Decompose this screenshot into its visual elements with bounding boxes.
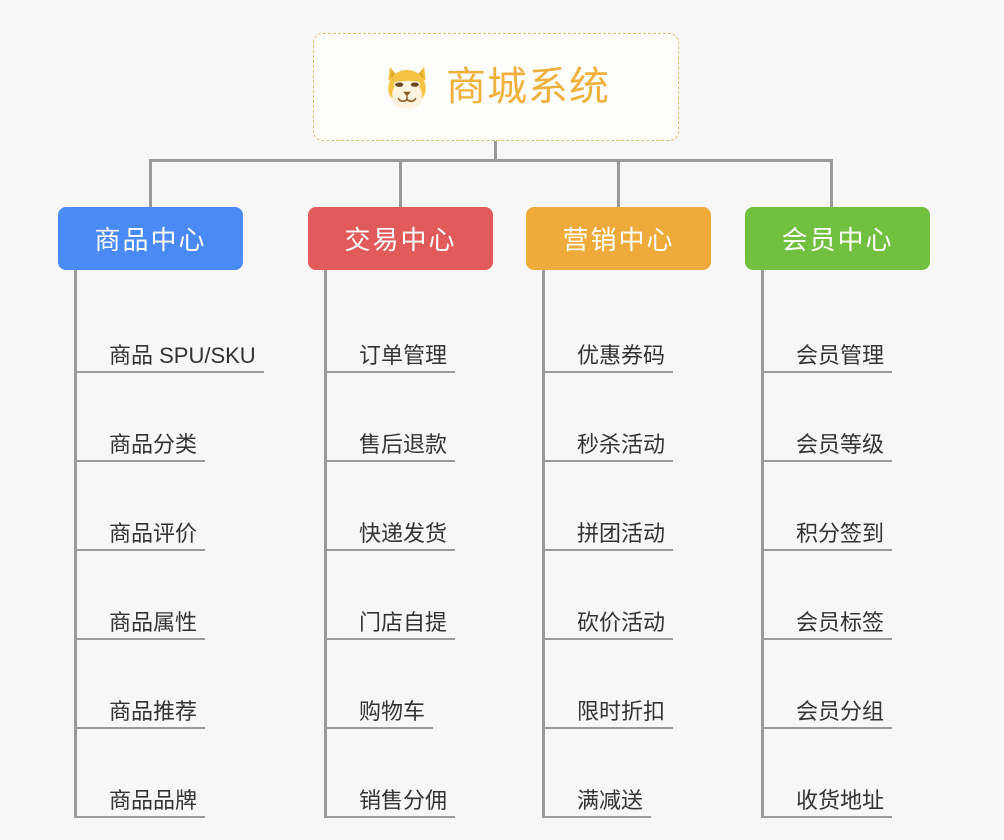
list-item[interactable]: 商品品牌 [77, 729, 256, 818]
list-item[interactable]: 会员管理 [764, 284, 930, 373]
leaf-underline [764, 638, 892, 640]
leaf-label: 快递发货 [359, 520, 448, 546]
branch-header-label: 交易中心 [344, 225, 457, 255]
leaf-label: 商品评价 [109, 520, 198, 546]
list-item[interactable]: 会员等级 [764, 373, 930, 462]
connector-drop-branch-4 [830, 159, 833, 207]
leaf-label: 售后退款 [359, 431, 448, 457]
leaf-underline [77, 816, 205, 818]
leaf-underline [77, 549, 205, 551]
leaf-label: 积分签到 [796, 520, 885, 546]
leaf-label: 限时折扣 [577, 698, 666, 724]
root-node[interactable]: 商城系统 [313, 33, 679, 141]
branch-trade-center: 交易中心 订单管理 售后退款 快递发货 门店自提 购物车 销售分佣 [308, 207, 493, 818]
leaf-label: 满减送 [577, 787, 644, 813]
list-item[interactable]: 会员标签 [764, 551, 930, 640]
list-item[interactable]: 商品属性 [77, 551, 256, 640]
list-item[interactable]: 商品推荐 [77, 640, 256, 729]
leaf-label: 收货地址 [796, 787, 885, 813]
list-item[interactable]: 商品分类 [77, 373, 256, 462]
branch-marketing-center: 营销中心 优惠券码 秒杀活动 拼团活动 砍价活动 限时折扣 满减送 [526, 207, 711, 818]
leaf-underline [77, 727, 205, 729]
leaf-label: 会员等级 [796, 431, 885, 457]
list-item[interactable]: 积分签到 [764, 462, 930, 551]
branch-member-center: 会员中心 会员管理 会员等级 积分签到 会员标签 会员分组 收货地址 [745, 207, 930, 818]
leaf-label: 商品品牌 [109, 787, 198, 813]
list-item[interactable]: 销售分佣 [327, 729, 493, 818]
leaf-list-3: 优惠券码 秒杀活动 拼团活动 砍价活动 限时折扣 满减送 [542, 270, 711, 818]
leaf-underline [545, 638, 673, 640]
leaf-label: 商品 SPU/SKU [109, 342, 256, 368]
leaf-label: 优惠券码 [577, 342, 666, 368]
leaf-label: 会员管理 [796, 342, 885, 368]
branch-header-label: 会员中心 [781, 225, 894, 255]
leaf-underline [545, 460, 673, 462]
leaf-label: 门店自提 [359, 609, 448, 635]
leaf-label: 会员分组 [796, 698, 885, 724]
leaf-underline [327, 638, 455, 640]
branch-header-2[interactable]: 交易中心 [308, 207, 493, 270]
list-item[interactable]: 会员分组 [764, 640, 930, 729]
leaf-underline [764, 460, 892, 462]
leaf-underline [77, 638, 205, 640]
list-item[interactable]: 满减送 [545, 729, 711, 818]
branch-header-label: 商品中心 [94, 225, 207, 255]
list-item[interactable]: 门店自提 [327, 551, 493, 640]
leaf-underline [327, 727, 433, 729]
leaf-underline [327, 371, 455, 373]
branch-header-label: 营销中心 [562, 225, 675, 255]
leaf-label: 秒杀活动 [577, 431, 666, 457]
branch-header-3[interactable]: 营销中心 [526, 207, 711, 270]
list-item[interactable]: 优惠券码 [545, 284, 711, 373]
branch-product-center: 商品中心 商品 SPU/SKU 商品分类 商品评价 商品属性 商品推荐 商品品牌 [58, 207, 264, 818]
connector-drop-branch-3 [617, 159, 620, 207]
list-item[interactable]: 订单管理 [327, 284, 493, 373]
list-item[interactable]: 商品 SPU/SKU [77, 284, 264, 373]
shiba-dog-emoji-icon [388, 66, 426, 109]
list-item[interactable]: 拼团活动 [545, 462, 711, 551]
leaf-list-4: 会员管理 会员等级 积分签到 会员标签 会员分组 收货地址 [761, 270, 930, 818]
leaf-label: 拼团活动 [577, 520, 666, 546]
leaf-list-1: 商品 SPU/SKU 商品分类 商品评价 商品属性 商品推荐 商品品牌 [74, 270, 264, 818]
leaf-label: 销售分佣 [359, 787, 448, 813]
list-item[interactable]: 收货地址 [764, 729, 930, 818]
leaf-underline [327, 460, 455, 462]
leaf-label: 会员标签 [796, 609, 885, 635]
connector-horizontal-bus [149, 159, 833, 162]
leaf-label: 订单管理 [359, 342, 448, 368]
leaf-label: 商品分类 [109, 431, 198, 457]
leaf-label: 购物车 [359, 698, 426, 724]
leaf-list-2: 订单管理 售后退款 快递发货 门店自提 购物车 销售分佣 [324, 270, 493, 818]
list-item[interactable]: 秒杀活动 [545, 373, 711, 462]
branch-header-4[interactable]: 会员中心 [745, 207, 930, 270]
list-item[interactable]: 快递发货 [327, 462, 493, 551]
leaf-underline [545, 727, 673, 729]
list-item[interactable]: 商品评价 [77, 462, 256, 551]
connector-root-stem [494, 141, 497, 162]
leaf-label: 砍价活动 [577, 609, 666, 635]
leaf-underline [327, 549, 455, 551]
leaf-underline [764, 816, 892, 818]
leaf-underline [77, 371, 264, 373]
leaf-underline [545, 549, 673, 551]
list-item[interactable]: 购物车 [327, 640, 493, 729]
leaf-underline [764, 549, 892, 551]
leaf-label: 商品属性 [109, 609, 198, 635]
connector-drop-branch-2 [399, 159, 402, 207]
list-item[interactable]: 售后退款 [327, 373, 493, 462]
leaf-underline [327, 816, 455, 818]
leaf-underline [764, 727, 892, 729]
leaf-underline [764, 371, 892, 373]
branch-header-1[interactable]: 商品中心 [58, 207, 243, 270]
leaf-underline [545, 816, 651, 818]
connector-drop-branch-1 [149, 159, 152, 207]
list-item[interactable]: 砍价活动 [545, 551, 711, 640]
list-item[interactable]: 限时折扣 [545, 640, 711, 729]
root-title: 商城系统 [446, 65, 610, 109]
leaf-underline [77, 460, 205, 462]
leaf-label: 商品推荐 [109, 698, 198, 724]
leaf-underline [545, 371, 673, 373]
